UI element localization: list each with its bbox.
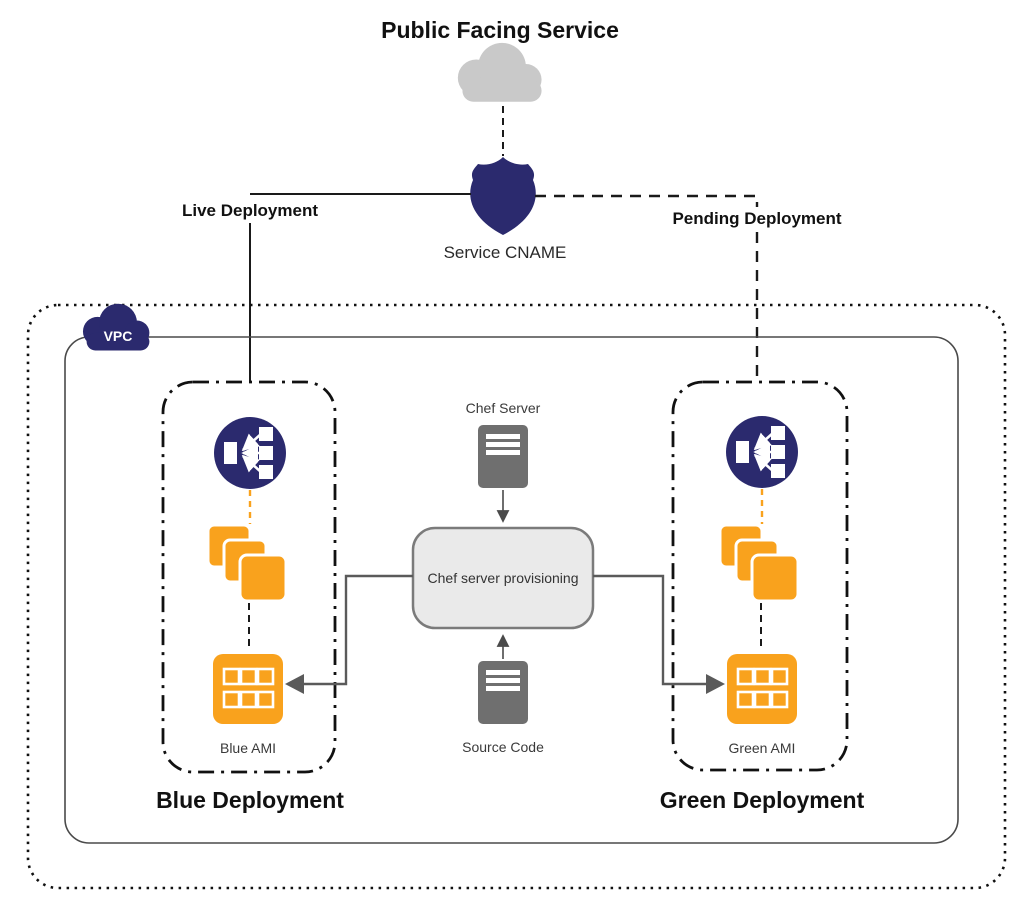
provisioning-label: Chef server provisioning xyxy=(428,570,579,586)
provisioning-to-blue-ami-connector xyxy=(304,574,413,686)
green-deployment-title: Green Deployment xyxy=(660,787,865,813)
live-deployment-label: Live Deployment xyxy=(182,201,318,220)
pending-deployment-label: Pending Deployment xyxy=(672,209,841,228)
green-deployment-box xyxy=(671,380,849,772)
public-facing-service-title: Public Facing Service xyxy=(381,17,619,43)
outer-dotted-boundary xyxy=(26,303,1007,890)
chef-server-icon xyxy=(478,425,528,488)
blue-ami-icon xyxy=(211,652,285,726)
vpc-boundary xyxy=(64,336,959,844)
green-ami-label: Green AMI xyxy=(729,740,796,756)
blue-load-balancer-icon xyxy=(214,417,286,489)
service-cname-shield-icon xyxy=(470,157,536,235)
blue-ami-arrowhead xyxy=(285,674,304,694)
green-ami-arrowhead xyxy=(706,674,725,694)
public-cloud-icon xyxy=(457,42,542,102)
provisioning-box xyxy=(411,526,595,630)
vpc-label: VPC xyxy=(104,328,133,344)
green-instance-stack-icon xyxy=(718,523,800,603)
pending-branch-horizontal xyxy=(535,194,759,207)
chef-server-label: Chef Server xyxy=(466,400,541,416)
blue-deployment-title: Blue Deployment xyxy=(156,787,344,813)
source-code-icon xyxy=(478,661,528,724)
green-ami-icon xyxy=(725,652,799,726)
source-code-label: Source Code xyxy=(462,739,544,755)
blue-instance-stack-icon xyxy=(206,523,288,603)
service-cname-label: Service CNAME xyxy=(444,243,567,262)
blue-ami-label: Blue AMI xyxy=(220,740,276,756)
green-load-balancer-icon xyxy=(726,416,798,488)
blue-deployment-box xyxy=(161,380,337,774)
provisioning-to-green-ami-connector xyxy=(593,574,706,686)
